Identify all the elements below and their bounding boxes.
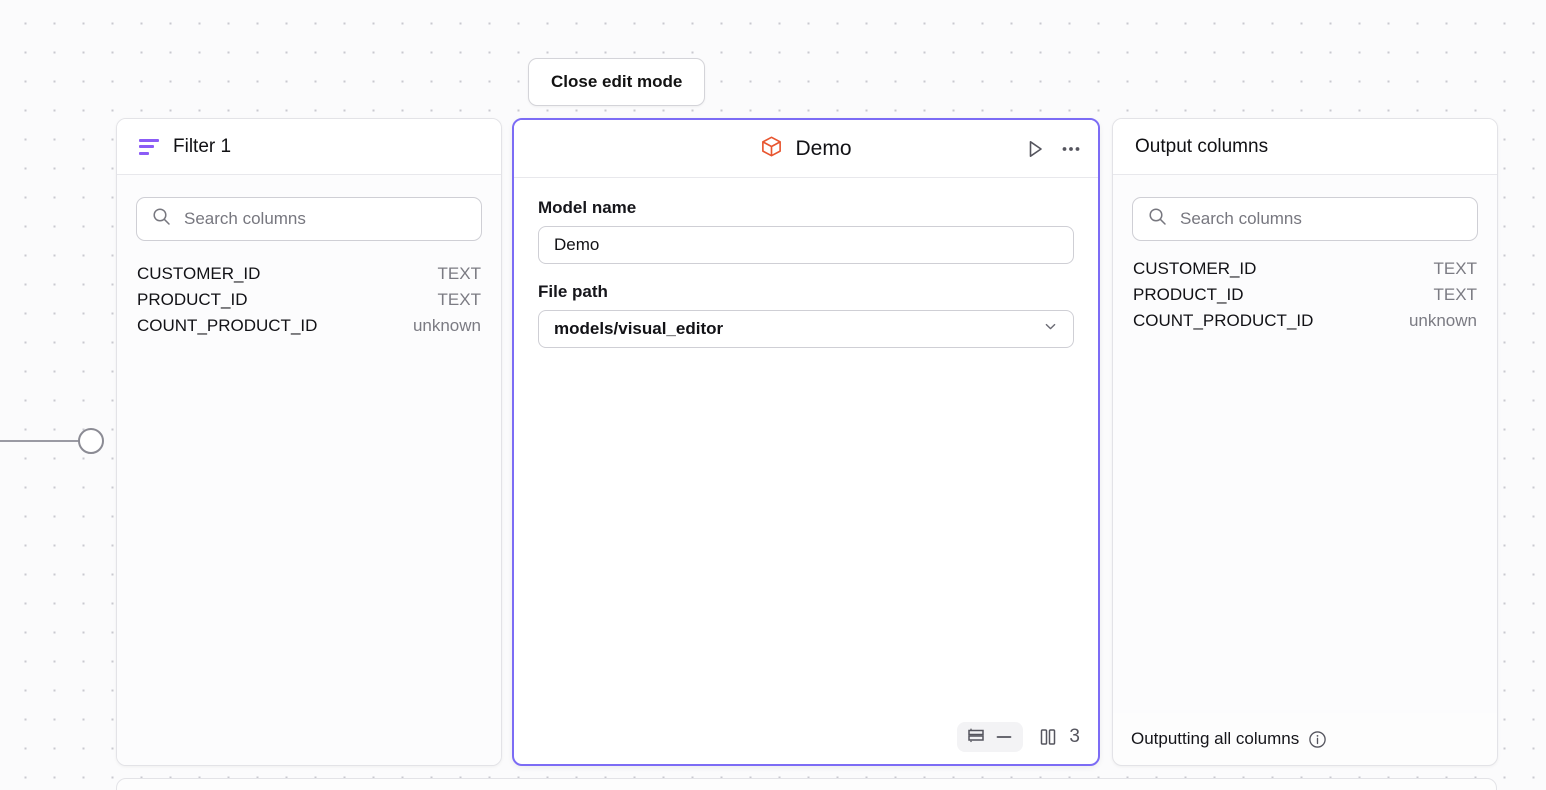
filter-column-list: CUSTOMER_ID TEXT PRODUCT_ID TEXT COUNT_P…: [117, 261, 501, 339]
list-item[interactable]: CUSTOMER_ID TEXT: [1129, 256, 1481, 282]
list-item[interactable]: CUSTOMER_ID TEXT: [133, 261, 485, 287]
list-item[interactable]: COUNT_PRODUCT_ID unknown: [1129, 308, 1481, 334]
model-panel[interactable]: Demo Model name File pat: [512, 118, 1100, 766]
output-panel-header: Output columns: [1113, 119, 1497, 175]
column-type: TEXT: [1433, 259, 1477, 278]
column-name: COUNT_PRODUCT_ID: [1133, 311, 1314, 330]
column-name: COUNT_PRODUCT_ID: [137, 316, 318, 335]
columns-layout-icon[interactable]: [1037, 726, 1059, 748]
minus-icon[interactable]: [993, 726, 1015, 748]
model-panel-header: Demo: [514, 120, 1098, 178]
column-type: TEXT: [1433, 285, 1477, 304]
flow-edge: [0, 440, 82, 442]
next-node-panel[interactable]: [116, 778, 1497, 790]
output-columns-panel[interactable]: Output columns Search columns CUSTOMER_I…: [1112, 118, 1498, 766]
row-layout-toggle-group[interactable]: [957, 722, 1024, 752]
search-icon: [1148, 207, 1167, 231]
model-panel-title: Demo: [795, 136, 852, 160]
model-panel-actions: [1024, 138, 1082, 160]
output-column-list: CUSTOMER_ID TEXT PRODUCT_ID TEXT COUNT_P…: [1113, 256, 1497, 334]
close-edit-mode-label: Close edit mode: [551, 72, 683, 91]
info-icon[interactable]: [1308, 730, 1327, 749]
column-count-value: 3: [1069, 726, 1080, 747]
column-name: CUSTOMER_ID: [1133, 259, 1257, 278]
filter-panel[interactable]: Filter 1 Search columns CUSTOMER_ID TEXT: [116, 118, 502, 766]
model-name-label: Model name: [538, 198, 637, 217]
model-panel-body: Model name File path models/visual_edito…: [514, 178, 1098, 710]
column-count-group[interactable]: 3: [1037, 726, 1080, 748]
output-panel-body: Search columns CUSTOMER_ID TEXT PRODUCT_…: [1113, 175, 1497, 713]
filter-panel-body: Search columns CUSTOMER_ID TEXT PRODUCT_…: [117, 175, 501, 765]
file-path-value: models/visual_editor: [554, 319, 724, 338]
edge-connector-handle[interactable]: [78, 428, 104, 454]
cube-icon: [760, 135, 783, 163]
column-type: unknown: [412, 316, 481, 335]
output-status-text: Outputting all columns: [1131, 729, 1300, 748]
filter-icon: [139, 138, 159, 155]
column-type: unknown: [1408, 311, 1477, 330]
model-name-input[interactable]: [538, 226, 1074, 264]
list-item[interactable]: COUNT_PRODUCT_ID unknown: [133, 313, 485, 339]
column-name: CUSTOMER_ID: [137, 264, 261, 283]
output-panel-title: Output columns: [1135, 135, 1269, 157]
output-search-input[interactable]: Search columns: [1132, 197, 1478, 241]
column-type: TEXT: [437, 290, 481, 309]
file-path-label: File path: [538, 282, 608, 301]
output-search-placeholder: Search columns: [1180, 209, 1302, 228]
column-name: PRODUCT_ID: [1133, 285, 1244, 304]
rows-layout-icon[interactable]: [965, 726, 987, 748]
filter-panel-title: Filter 1: [173, 135, 232, 157]
filter-search-placeholder: Search columns: [184, 209, 306, 228]
list-item[interactable]: PRODUCT_ID TEXT: [133, 287, 485, 313]
chevron-down-icon: [1043, 319, 1058, 339]
model-panel-footer: 3: [514, 710, 1098, 764]
close-edit-mode-button[interactable]: Close edit mode: [528, 58, 706, 106]
column-name: PRODUCT_ID: [137, 290, 248, 309]
search-icon: [152, 207, 171, 231]
output-panel-footer: Outputting all columns: [1113, 713, 1497, 765]
ellipsis-icon[interactable]: [1060, 138, 1082, 160]
filter-search-input[interactable]: Search columns: [136, 197, 482, 241]
file-path-select[interactable]: models/visual_editor: [538, 310, 1074, 348]
filter-panel-header: Filter 1: [117, 119, 501, 175]
list-item[interactable]: PRODUCT_ID TEXT: [1129, 282, 1481, 308]
model-form: Model name File path models/visual_edito…: [514, 178, 1098, 348]
column-type: TEXT: [437, 264, 481, 283]
play-icon[interactable]: [1024, 138, 1046, 160]
